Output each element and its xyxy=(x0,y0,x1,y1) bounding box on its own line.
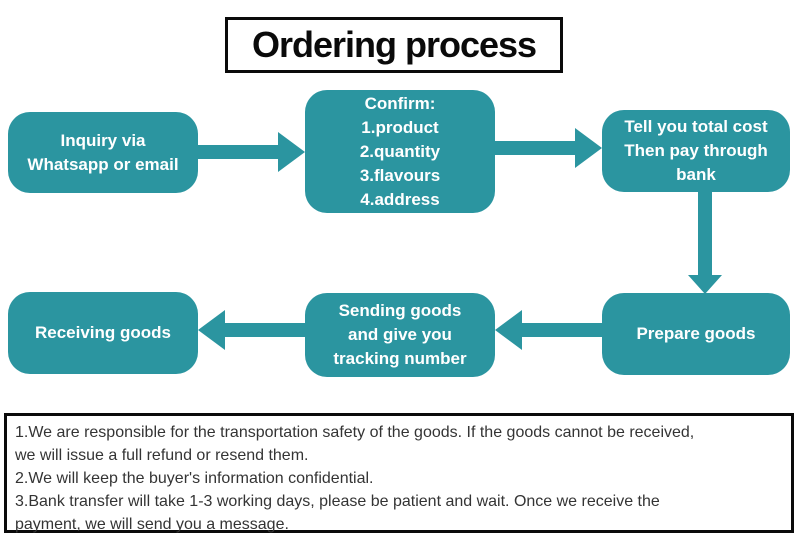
flow-step-total-cost-label: Tell you total cost Then pay through ban… xyxy=(624,117,768,184)
flow-step-receiving-label: Receiving goods xyxy=(34,323,172,342)
flow-step-sending-label: Sending goods and give you tracking numb… xyxy=(333,301,467,368)
arrow-head xyxy=(198,310,225,350)
note-line-2: 2.We will keep the buyer's information c… xyxy=(15,470,374,487)
note-line-1: 1.We are responsible for the transportat… xyxy=(15,424,695,464)
arrow-head xyxy=(278,132,305,172)
arrow-shaft xyxy=(521,323,602,337)
arrow-shaft xyxy=(224,323,305,337)
arrow-shaft xyxy=(698,192,712,276)
note-line-3: 3.Bank transfer will take 1-3 working da… xyxy=(15,493,660,533)
arrow-shaft xyxy=(198,145,279,159)
flow-step-total-cost: Tell you total cost Then pay through ban… xyxy=(602,110,790,192)
flow-step-inquiry: Inquiry via Whatsapp or email xyxy=(8,112,198,193)
flow-step-prepare-label: Prepare goods xyxy=(636,324,756,343)
flow-step-confirm: Confirm: 1.product 2.quantity 3.flavours… xyxy=(305,90,495,213)
arrow-head xyxy=(495,310,522,350)
arrow-head xyxy=(688,275,722,294)
arrow-shaft xyxy=(495,141,576,155)
flow-step-confirm-label: Confirm: 1.product 2.quantity 3.flavours… xyxy=(359,93,441,209)
page-title: Ordering process xyxy=(251,24,537,65)
flow-step-inquiry-label: Inquiry via Whatsapp or email xyxy=(27,130,179,174)
flow-step-receiving: Receiving goods xyxy=(8,292,198,374)
title-box: Ordering process xyxy=(225,17,563,73)
flow-step-prepare: Prepare goods xyxy=(602,293,790,375)
flow-step-sending: Sending goods and give you tracking numb… xyxy=(305,293,495,377)
notes-box: 1.We are responsible for the transportat… xyxy=(4,413,794,533)
arrow-head xyxy=(575,128,602,168)
